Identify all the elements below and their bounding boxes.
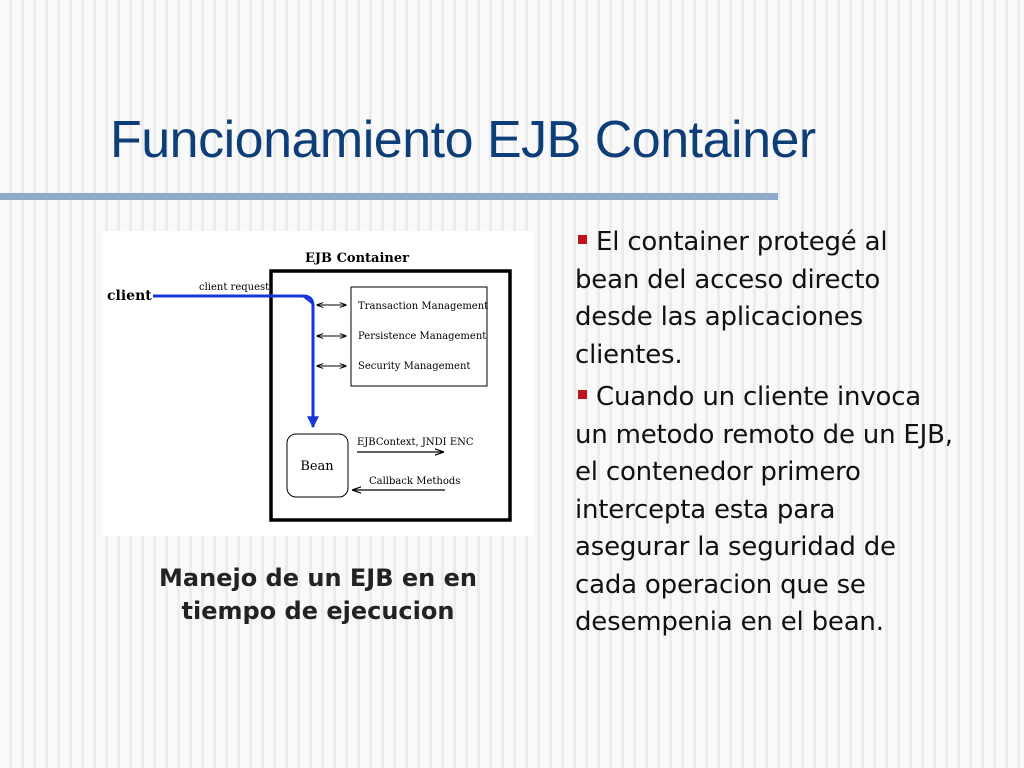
bean-label: Bean <box>300 459 334 474</box>
service-persistence: Persistence Management <box>358 331 486 342</box>
services-box <box>350 286 488 387</box>
container-label: EJB Container <box>305 251 409 266</box>
caption-line-1: Manejo de un EJB en en <box>159 564 477 592</box>
square-bullet-icon <box>578 235 587 244</box>
callback-label: Callback Methods <box>369 476 460 487</box>
request-branch-arrow <box>302 295 314 305</box>
service-security: Security Management <box>358 361 470 372</box>
title-divider <box>0 193 778 200</box>
caption-line-2: tiempo de ejecucion <box>181 597 455 625</box>
container-frame <box>269 269 512 522</box>
bullet-text: Cuando un cliente invoca un metodo remot… <box>575 382 953 637</box>
diagram-caption: Manejo de un EJB en en tiempo de ejecuci… <box>103 562 533 628</box>
bean-box <box>286 433 349 498</box>
service-transaction: Transaction Management <box>358 301 488 312</box>
request-label: client request <box>199 282 269 293</box>
bullet-text: El container protegé al bean del acceso … <box>575 227 888 370</box>
client-label: client <box>107 288 152 304</box>
context-label: EJBContext, JNDI ENC <box>357 437 474 448</box>
bullet-item: Cuando un cliente invoca un metodo remot… <box>575 379 955 642</box>
bullet-item: El container protegé al bean del acceso … <box>575 224 955 374</box>
slide-title: Funcionamiento EJB Container <box>110 111 816 169</box>
bullet-list: El container protegé al bean del acceso … <box>575 224 955 647</box>
client-request-arrow <box>153 294 319 429</box>
ejb-container-diagram: EJB Container client client request Tran… <box>103 231 533 536</box>
square-bullet-icon <box>578 390 587 399</box>
